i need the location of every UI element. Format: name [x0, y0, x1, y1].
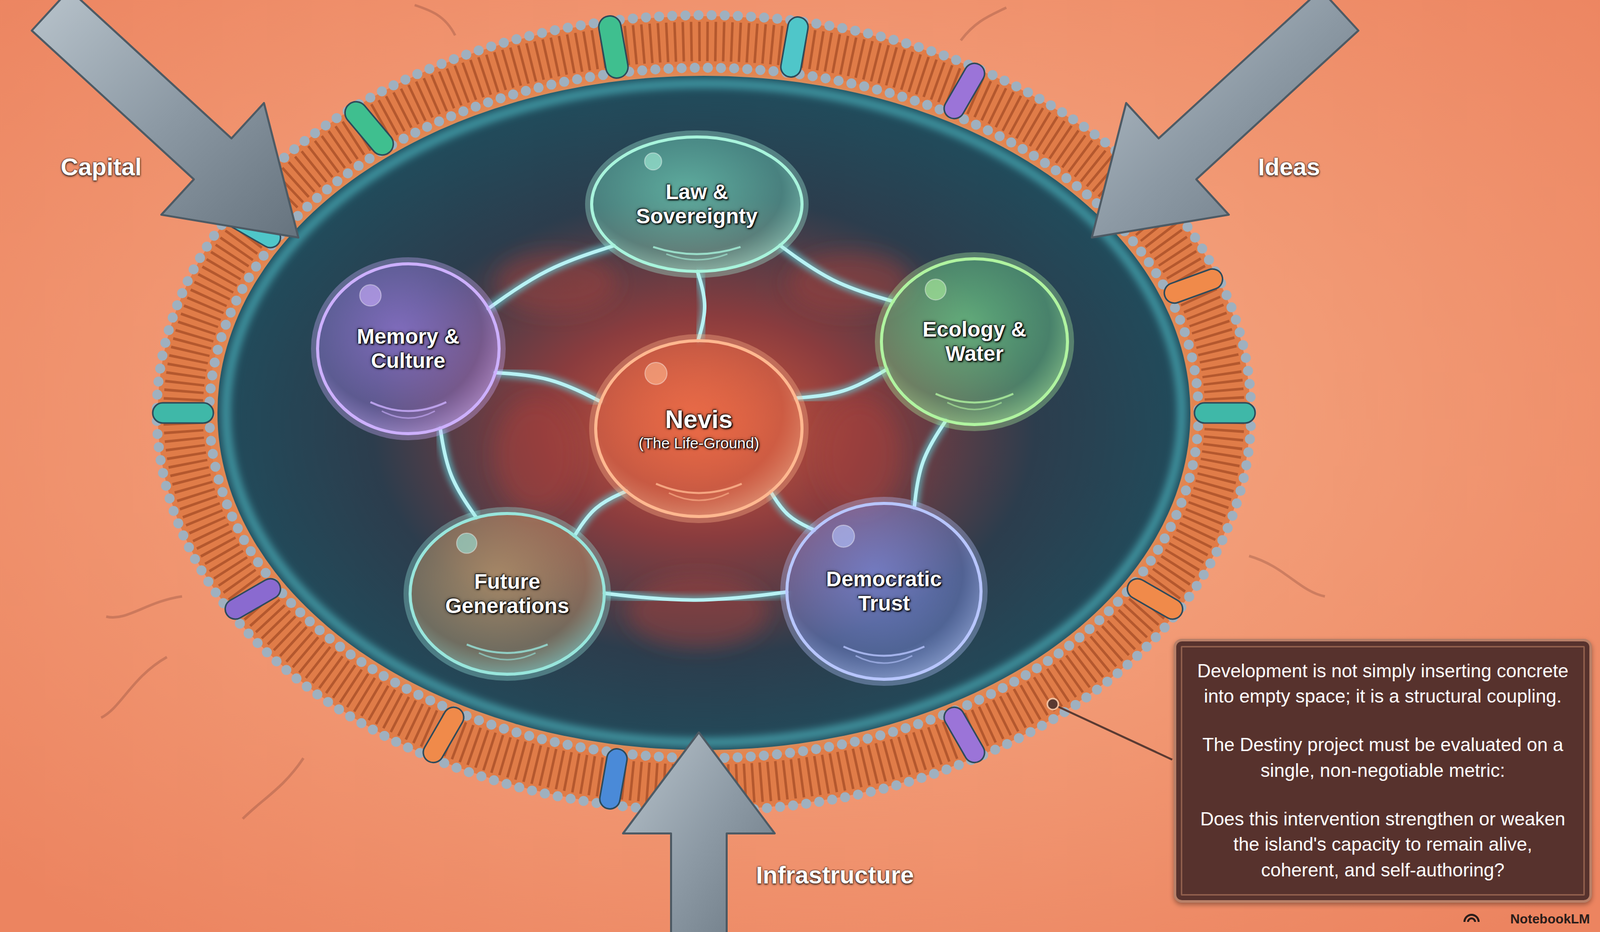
filament-connector — [795, 369, 887, 399]
membrane-beads — [156, 15, 1252, 812]
arrow-label: Capital — [60, 153, 142, 182]
organelle-glow — [588, 134, 806, 275]
filament-glow — [487, 245, 614, 309]
filament-connector — [697, 271, 705, 341]
organelle-granule — [925, 279, 947, 300]
filament-glow — [697, 271, 705, 341]
filament-glow — [914, 420, 947, 509]
capital-arrow — [31, 0, 299, 238]
organelle-glow — [878, 255, 1071, 428]
organelle: Law & Sovereignty — [587, 132, 807, 276]
organelle-fold — [935, 393, 1014, 403]
organelle-glow — [783, 500, 985, 683]
organelle: Future Generations — [406, 509, 609, 679]
organelle-glow — [592, 337, 806, 520]
watermark-icon — [1464, 915, 1479, 923]
organelle-texts: Democratic Trust — [803, 567, 965, 617]
filament-glow — [604, 592, 787, 601]
inner-glow — [226, 83, 1182, 743]
filament-glow — [770, 492, 815, 531]
watermark: NotebookLM — [1510, 911, 1590, 928]
organelle-outline — [317, 263, 500, 434]
callout-text: Does this intervention strengthen or wea… — [1193, 807, 1573, 884]
organelle-glow — [314, 260, 503, 437]
organelle-texts: Memory & Culture — [332, 324, 484, 374]
filament-glow — [495, 372, 601, 402]
organelle-label: Law & Sovereignty — [613, 180, 781, 230]
organelle-label: Democratic Trust — [803, 567, 965, 617]
membrane-beads — [209, 67, 1199, 759]
organelle-fold — [466, 644, 548, 654]
filament-connector — [604, 592, 787, 601]
organelle-texts: Ecology & Water — [898, 317, 1051, 367]
organelle-subtitle: (The Life-Ground) — [638, 434, 760, 453]
filament-connector — [770, 492, 815, 531]
organelle-outline — [595, 340, 803, 517]
organelle-granule — [456, 533, 477, 554]
callout-box: Development is not simply inserting conc… — [1173, 639, 1592, 904]
callout-leader — [1047, 698, 1173, 761]
filament-connector — [487, 245, 614, 309]
filament-connector — [440, 428, 477, 518]
organelle-label: Memory & Culture — [332, 324, 484, 374]
organelle-fold — [381, 411, 435, 419]
filament-glow — [779, 245, 894, 302]
ideas-arrow — [1091, 0, 1359, 238]
organelle-texts: Law & Sovereignty — [613, 180, 781, 230]
filament-connector — [574, 491, 627, 537]
filament-glow — [795, 369, 887, 399]
organelle-granule — [832, 525, 855, 548]
organelle-texts: Nevis(The Life-Ground) — [638, 405, 760, 453]
organelle-granule — [359, 284, 381, 306]
organelle-label: Ecology & Water — [898, 317, 1051, 367]
organelle-fold — [655, 483, 742, 494]
filament-connector — [495, 372, 601, 402]
organelle-fold — [843, 646, 925, 656]
organelle-fold — [669, 493, 730, 501]
organelle-granule — [644, 362, 668, 385]
organelle-outline — [410, 513, 605, 675]
membrane-channels — [152, 14, 1256, 811]
organelle-fold — [855, 655, 913, 664]
organelle-outline — [881, 258, 1068, 425]
input-arrows — [31, 0, 1359, 932]
organelle: Memory & Culture — [313, 259, 504, 438]
callout-text: Development is not simply inserting conc… — [1193, 658, 1573, 710]
organelle-outline — [591, 137, 803, 272]
organelle: Ecology & Water — [877, 254, 1072, 429]
membrane-stripes — [183, 41, 1225, 785]
organelle-label: Future Generations — [426, 569, 589, 619]
filament-connector — [779, 245, 894, 302]
organelle-glow — [407, 510, 608, 678]
arrow-label: Infrastructure — [756, 861, 914, 890]
filament-glow — [574, 491, 627, 537]
organelle-texts: Future Generations — [426, 569, 589, 619]
arrow-label: Ideas — [1258, 153, 1321, 182]
organelle-fold — [370, 402, 447, 412]
callout-text: The Destiny project must be evaluated on… — [1193, 732, 1573, 784]
cytoplasm — [217, 75, 1191, 751]
organelle-fold — [947, 402, 1002, 410]
organelle-label: Nevis — [664, 405, 733, 435]
organelle-fold — [653, 247, 741, 255]
organelle-granule — [644, 152, 662, 170]
organelle-outline — [786, 503, 982, 680]
cell-membrane — [183, 41, 1225, 785]
infrastructure-arrow — [623, 732, 775, 932]
organelle-fold — [666, 254, 728, 260]
organelle-fold — [478, 653, 536, 660]
organelle: Democratic Trust — [782, 499, 986, 684]
filament-connector — [914, 420, 947, 509]
filament-glow — [440, 428, 477, 518]
organelle: Nevis(The Life-Ground) — [591, 336, 807, 521]
